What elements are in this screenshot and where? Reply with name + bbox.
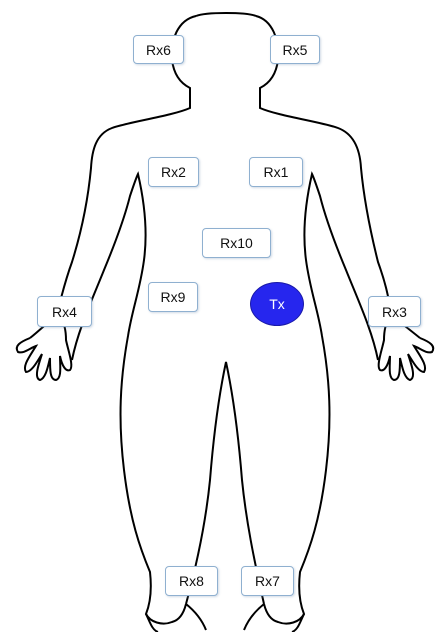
receiver-rx5: Rx5 bbox=[270, 35, 320, 64]
receiver-rx8: Rx8 bbox=[165, 566, 218, 596]
receiver-rx3: Rx3 bbox=[368, 296, 421, 327]
receiver-rx6: Rx6 bbox=[133, 35, 184, 64]
left-hand-outline bbox=[15, 315, 73, 382]
receiver-rx2: Rx2 bbox=[148, 157, 199, 187]
receiver-rx9: Rx9 bbox=[148, 282, 198, 312]
right-hand-outline bbox=[377, 315, 435, 382]
receiver-rx1: Rx1 bbox=[249, 157, 303, 187]
receiver-rx10: Rx10 bbox=[202, 228, 271, 258]
legs-outline bbox=[145, 361, 305, 632]
transmitter-tx: Tx bbox=[250, 282, 304, 326]
receiver-rx7: Rx7 bbox=[241, 566, 294, 596]
head-outline bbox=[29, 12, 421, 339]
receiver-rx4: Rx4 bbox=[37, 296, 92, 327]
